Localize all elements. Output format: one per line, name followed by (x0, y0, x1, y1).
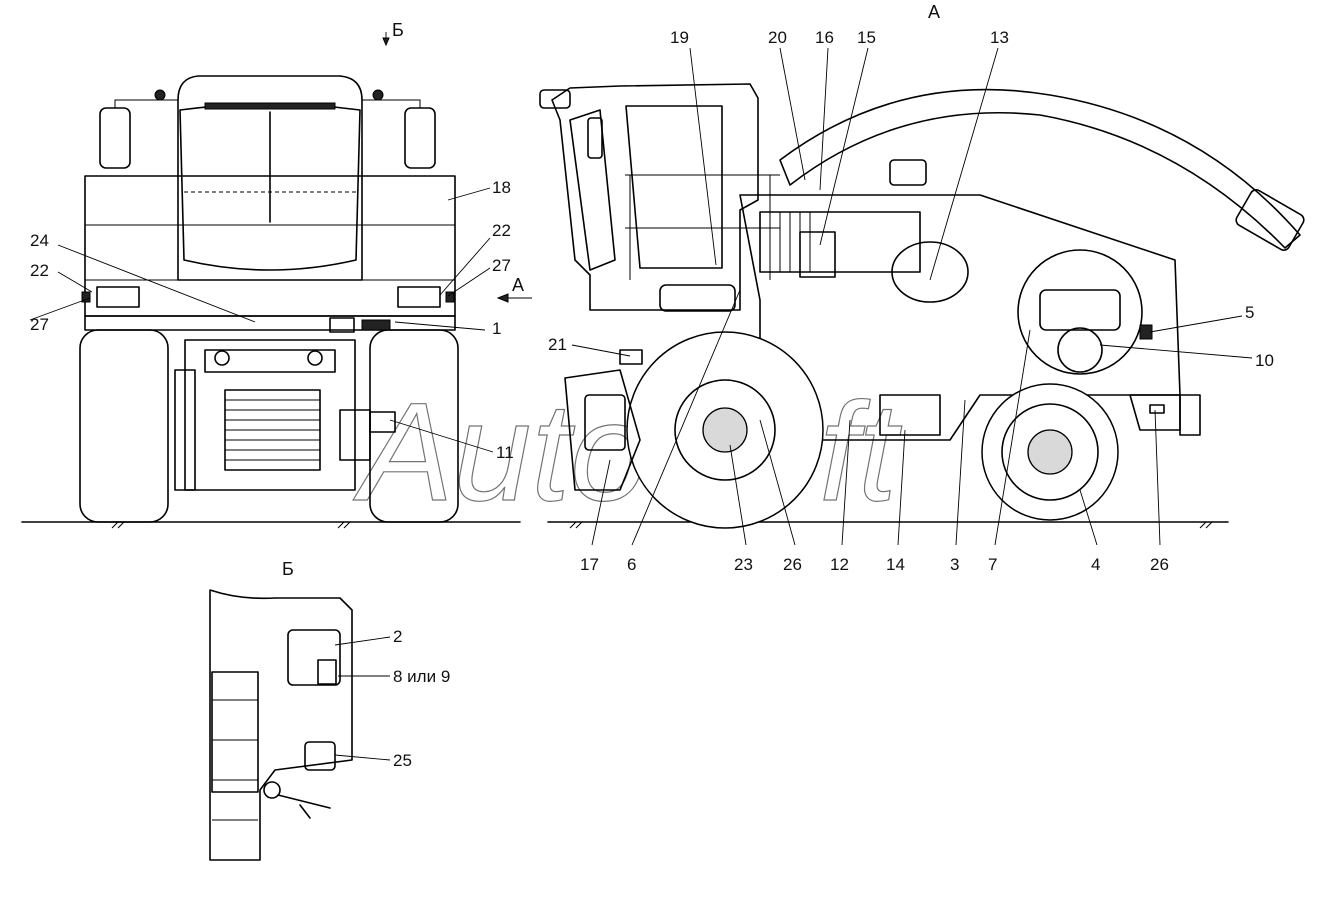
callout-17: 17 (580, 555, 599, 574)
mirror-left (99, 107, 131, 169)
detail-panel (209, 589, 353, 861)
rotating-light-bracket (659, 284, 736, 312)
callout-20: 20 (768, 28, 787, 47)
callout-21: 21 (548, 335, 567, 354)
detail-handle (263, 781, 281, 799)
beacon-right (372, 89, 384, 101)
front-view-marker: Б (392, 20, 404, 40)
arrow-a-label: А (512, 275, 524, 295)
cab-side (551, 83, 759, 311)
callout-27-left: 27 (30, 315, 49, 334)
step-box (879, 394, 941, 436)
hydraulic-valve (584, 394, 626, 451)
callout-10: 10 (1255, 351, 1274, 370)
front-view: А Б (21, 20, 532, 529)
callout-22-right: 22 (492, 221, 511, 240)
side-lamp (799, 231, 836, 278)
marker-light-left (81, 291, 91, 303)
side-view-marker: А (928, 2, 940, 22)
fuel-tank-cap-area (891, 241, 969, 303)
cab-front-glass (569, 109, 616, 271)
callout-27-right: 27 (492, 256, 511, 275)
callout-23: 23 (734, 555, 753, 574)
callout-6: 6 (627, 555, 636, 574)
callout-7: 7 (988, 555, 997, 574)
detail-cover-upper (287, 629, 341, 686)
callout-2: 2 (393, 627, 402, 646)
callout-25: 25 (393, 751, 412, 770)
detail-view: Б (209, 559, 353, 861)
front-left-wheel (79, 329, 169, 523)
detail-lever (277, 794, 331, 819)
front-wheel-hub (702, 407, 748, 453)
gearbox (339, 409, 371, 461)
callout-14: 14 (886, 555, 905, 574)
callout-24: 24 (30, 231, 49, 250)
detail-view-title: Б (282, 559, 294, 579)
callout-3: 3 (950, 555, 959, 574)
cab-door-window (625, 105, 723, 269)
callout-5: 5 (1245, 303, 1254, 322)
callout-22-left: 22 (30, 261, 49, 280)
side-view: А (539, 2, 1305, 529)
callout-11: 11 (496, 443, 514, 462)
callout-12: 12 (830, 555, 849, 574)
feeder-block (184, 339, 356, 491)
detail-ladder (211, 671, 259, 793)
rear-wheel-hub (1027, 429, 1073, 475)
callout-labels: 27 22 24 18 22 27 1 11 19 20 16 15 13 5 … (30, 28, 1274, 770)
callout-1: 1 (492, 319, 501, 338)
headlight-left (96, 286, 140, 308)
marker-light-right (445, 291, 455, 303)
header-attachment (564, 369, 641, 491)
engine-housing (1017, 249, 1143, 375)
front-bumper (84, 315, 456, 331)
socket-panel (329, 317, 355, 333)
air-intake (889, 159, 927, 186)
beacon-left (154, 89, 166, 101)
callout-8-or-9: 8 или 9 (393, 667, 450, 686)
connector-21 (619, 349, 643, 365)
callout-18: 18 (492, 178, 511, 197)
callout-26-right: 26 (1150, 555, 1169, 574)
leader-lines (29, 47, 1253, 761)
engine-block (1039, 289, 1121, 331)
callout-13: 13 (990, 28, 1009, 47)
headlight-right (397, 286, 441, 308)
discharge-spout (779, 88, 1301, 249)
mirror-right (404, 107, 436, 169)
detail-cover-lower (304, 741, 336, 771)
callout-26-left: 26 (783, 555, 802, 574)
cab-front (177, 75, 363, 281)
side-mirror (587, 117, 603, 159)
callout-15: 15 (857, 28, 876, 47)
callout-16: 16 (815, 28, 834, 47)
spout-deflector (1235, 189, 1305, 251)
callout-4: 4 (1091, 555, 1100, 574)
radiator-grille (759, 211, 921, 273)
rear-hitch (1179, 394, 1201, 436)
engine-pulley (1057, 327, 1103, 373)
callout-19: 19 (670, 28, 689, 47)
cab-light (539, 89, 571, 109)
